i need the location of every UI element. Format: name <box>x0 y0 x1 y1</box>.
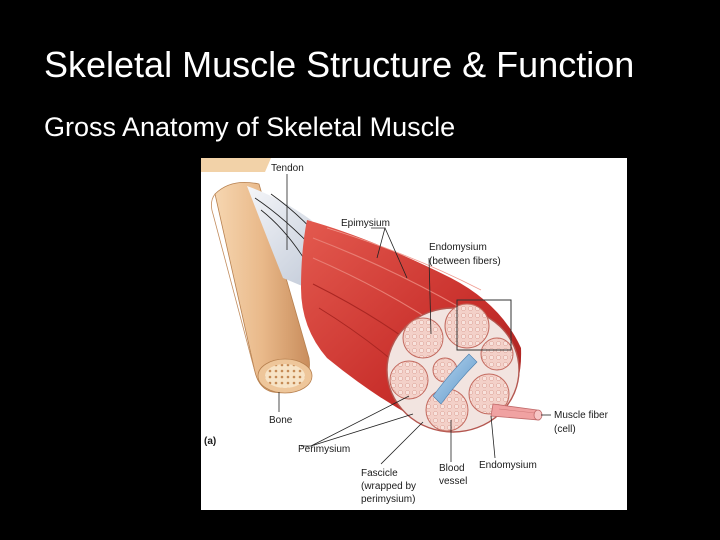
fascicle <box>468 373 510 415</box>
zoom-box <box>456 299 512 351</box>
fascicle <box>444 303 490 349</box>
label-blood-vessel-line1: Blood <box>439 463 465 474</box>
blood-vessel <box>432 353 478 405</box>
label-leader-lines <box>278 174 551 465</box>
label-muscle-fiber-line2: (cell) <box>554 424 576 435</box>
label-epimysium: Epimysium <box>341 218 390 229</box>
label-perimysium: Perimysium <box>298 444 350 455</box>
muscle-anatomy-illustration: Tendon Epimysium Endomysium (between fib… <box>201 158 609 505</box>
label-tendon: Tendon <box>271 163 304 174</box>
bone-illustration <box>211 181 313 394</box>
label-endomysium-line1: Endomysium <box>429 242 487 253</box>
muscle-anatomy-figure: Tendon Epimysium Endomysium (between fib… <box>201 158 627 510</box>
label-muscle-fiber-line1: Muscle fiber <box>554 410 609 421</box>
muscle-cross-section <box>386 303 520 433</box>
label-blood-vessel-line2: vessel <box>439 476 467 487</box>
label-endomysium-bottom: Endomysium <box>479 460 537 471</box>
label-endomysium-line2: (between fibers) <box>429 256 501 267</box>
label-fascicle-line1: Fascicle <box>361 468 398 479</box>
slide-subtitle: Gross Anatomy of Skeletal Muscle <box>44 112 456 142</box>
label-fascicle-line2: (wrapped by <box>361 481 416 492</box>
label-bone: Bone <box>269 415 293 426</box>
label-panel-letter: (a) <box>204 436 216 447</box>
fascicle <box>402 317 444 359</box>
muscle-fiber-illustration <box>490 403 543 421</box>
fascicle <box>480 337 514 371</box>
slide-title: Skeletal Muscle Structure & Function <box>44 44 635 85</box>
fascicle <box>389 360 429 400</box>
label-fascicle-line3: perimysium) <box>361 494 415 505</box>
bone-top-end <box>201 158 271 172</box>
